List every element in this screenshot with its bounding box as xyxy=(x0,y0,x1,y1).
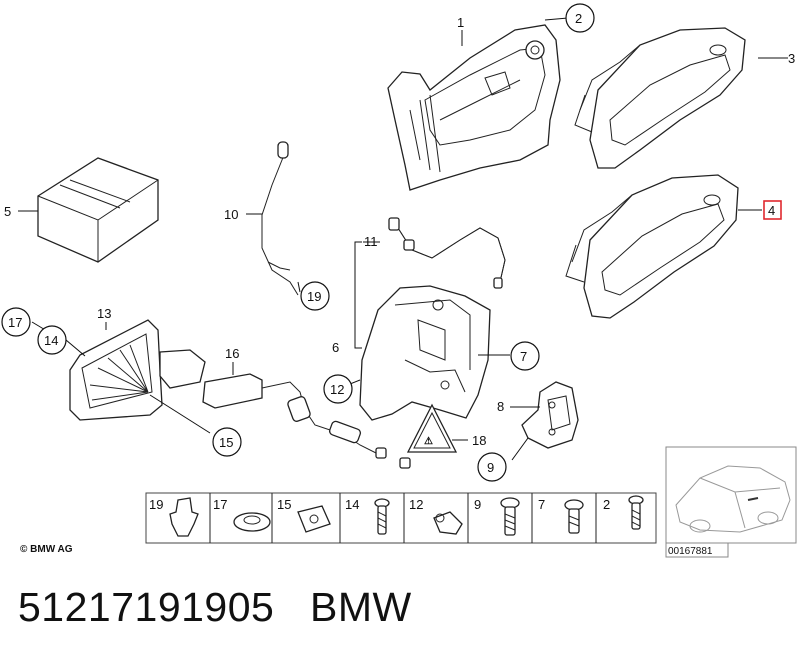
strip-item-2: 2 xyxy=(603,495,644,530)
callout-9: 9 xyxy=(477,452,507,482)
part-bowden-cable xyxy=(388,217,506,289)
svg-text:9: 9 xyxy=(487,460,494,475)
callout-10: 10 xyxy=(224,207,238,222)
callout-13: 13 xyxy=(97,306,111,321)
svg-text:17: 17 xyxy=(8,315,22,330)
part-rod xyxy=(261,141,299,296)
svg-text:12: 12 xyxy=(409,497,423,512)
reference-number: 00167881 xyxy=(668,546,713,557)
svg-text:1: 1 xyxy=(457,15,464,30)
svg-text:5: 5 xyxy=(4,204,11,219)
svg-text:18: 18 xyxy=(472,433,486,448)
strip-item-9: 9 xyxy=(474,497,520,536)
svg-text:2: 2 xyxy=(575,11,582,26)
part-outer-handle-upper xyxy=(574,27,746,169)
svg-text:8: 8 xyxy=(497,399,504,414)
small-parts-strip: 19 17 15 14 12 9 xyxy=(145,492,657,544)
part-outer-handle-lower xyxy=(565,174,739,319)
svg-text:19: 19 xyxy=(149,497,163,512)
svg-text:12: 12 xyxy=(330,382,344,397)
part-trim-bracket xyxy=(69,319,206,421)
svg-text:14: 14 xyxy=(345,497,359,512)
callout-11: 11 xyxy=(364,234,378,249)
strip-item-17: 17 xyxy=(213,497,271,532)
svg-text:15: 15 xyxy=(219,435,233,450)
callout-14: 14 xyxy=(37,325,67,355)
svg-text:6: 6 xyxy=(332,340,339,355)
svg-text:7: 7 xyxy=(538,497,545,512)
strip-item-12: 12 xyxy=(409,497,463,535)
callout-19: 19 xyxy=(300,281,330,311)
strip-item-14: 14 xyxy=(345,497,390,535)
callout-12: 12 xyxy=(323,374,353,404)
callout-18: 18 xyxy=(472,433,486,448)
part-handle-carrier xyxy=(387,24,561,191)
part-number: 51217191905 xyxy=(18,584,275,630)
strip-item-15: 15 xyxy=(277,497,331,533)
svg-text:⚠: ⚠ xyxy=(424,436,433,447)
strip-item-7: 7 xyxy=(538,497,584,534)
svg-text:3: 3 xyxy=(788,51,795,66)
svg-text:16: 16 xyxy=(225,346,239,361)
svg-text:14: 14 xyxy=(44,333,58,348)
part-lock-cylinder xyxy=(202,373,411,469)
svg-text:15: 15 xyxy=(277,497,291,512)
highlight-box xyxy=(763,200,782,220)
svg-text:13: 13 xyxy=(97,306,111,321)
svg-text:17: 17 xyxy=(213,497,227,512)
svg-text:19: 19 xyxy=(307,289,321,304)
svg-text:7: 7 xyxy=(520,349,527,364)
copyright-text: © BMW AG xyxy=(20,544,73,555)
svg-text:2: 2 xyxy=(603,497,610,512)
callout-1: 1 xyxy=(457,15,464,30)
part-box xyxy=(37,157,159,263)
caption: 51217191905 BMW xyxy=(18,584,412,631)
callout-5: 5 xyxy=(4,204,11,219)
callout-8: 8 xyxy=(497,399,504,414)
callout-4-highlighted: 4 xyxy=(763,200,782,220)
callout-6: 6 xyxy=(332,340,339,355)
part-door-lock xyxy=(359,285,491,421)
brand-name: BMW xyxy=(310,584,412,630)
callout-15: 15 xyxy=(212,427,242,457)
callout-17: 17 xyxy=(1,307,31,337)
part-striker xyxy=(521,381,579,449)
svg-text:11: 11 xyxy=(364,234,378,249)
strip-item-19: 19 xyxy=(149,497,199,537)
svg-text:4: 4 xyxy=(768,203,775,218)
callout-3: 3 xyxy=(788,51,795,66)
car-thumbnail: 00167881 xyxy=(665,446,797,558)
part-warning-label: ⚠ xyxy=(406,403,458,453)
callout-16: 16 xyxy=(225,346,239,361)
callout-2: 2 xyxy=(565,3,595,33)
svg-text:10: 10 xyxy=(224,207,238,222)
svg-text:9: 9 xyxy=(474,497,481,512)
callout-7: 7 xyxy=(510,341,540,371)
